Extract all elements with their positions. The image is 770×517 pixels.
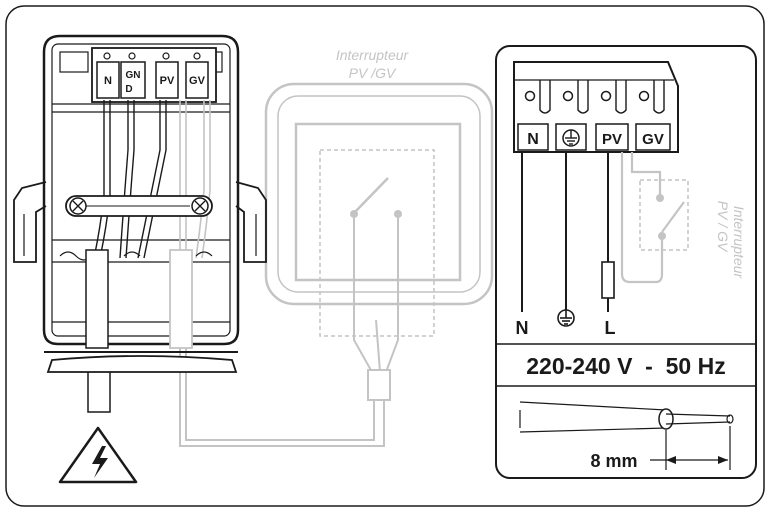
terminal-gnd: GN D bbox=[120, 52, 146, 99]
device-enclosure: N GN D PV GV bbox=[13, 34, 267, 413]
schematic-label-n: N bbox=[527, 131, 539, 148]
schematic-switch-lever bbox=[661, 201, 685, 233]
schematic-terminal-gv: GV bbox=[635, 80, 671, 151]
mounting-base bbox=[46, 355, 238, 373]
terminal-label-n: N bbox=[104, 75, 112, 87]
supply-label-l: L bbox=[605, 318, 616, 338]
switch-outer-plate bbox=[264, 82, 494, 306]
schematic-switch-dashed bbox=[639, 179, 689, 251]
mains-cable-out bbox=[87, 372, 111, 413]
switch-caption-line2: PV /GV bbox=[349, 65, 397, 81]
terminal-n: N bbox=[96, 52, 120, 99]
strip-length-label: 8 mm bbox=[590, 451, 637, 471]
switch-cable-sheath bbox=[367, 369, 391, 401]
supply-label-n: N bbox=[516, 318, 529, 338]
schematic-panel: N PV GV bbox=[495, 45, 757, 479]
schematic-terminal-gnd bbox=[555, 80, 589, 151]
schematic-label-gv: GV bbox=[642, 131, 664, 148]
terminal-label-pv: PV bbox=[160, 75, 175, 87]
switch-caption-line1: Interrupteur bbox=[336, 47, 410, 63]
enclosure-body bbox=[42, 34, 240, 346]
schematic-switch-caption-2: PV / GV bbox=[715, 201, 731, 253]
schematic-label-pv: PV bbox=[602, 131, 622, 148]
switch-rocker bbox=[294, 122, 462, 282]
schematic-terminal-n: N bbox=[517, 80, 551, 151]
schematic-terminal-pv: PV bbox=[595, 80, 629, 151]
right-clip bbox=[235, 181, 267, 263]
high-voltage-warning-icon bbox=[58, 426, 138, 484]
left-clip bbox=[13, 181, 47, 263]
switch-inner-plate bbox=[277, 95, 481, 293]
terminal-pv: PV bbox=[155, 52, 179, 99]
voltage-rating: 220-240 V - 50 Hz bbox=[526, 353, 725, 379]
cable-entry-switch bbox=[169, 249, 193, 349]
fuse bbox=[601, 261, 615, 299]
wire-strip-illustration: 8 mm bbox=[519, 401, 734, 471]
cable-entry-mains bbox=[85, 249, 109, 349]
schematic-frame bbox=[495, 45, 757, 479]
ground-symbol-icon bbox=[562, 129, 580, 147]
terminal-gv: GV bbox=[185, 52, 209, 99]
schematic-switch-caption-1: Interrupteur bbox=[731, 206, 747, 280]
switch-illustration: Interrupteur PV /GV bbox=[179, 47, 494, 447]
terminal-label-gnd-1: GN bbox=[126, 70, 141, 81]
terminal-label-gnd-2: D bbox=[125, 84, 132, 95]
terminal-label-gv: GV bbox=[189, 75, 206, 87]
